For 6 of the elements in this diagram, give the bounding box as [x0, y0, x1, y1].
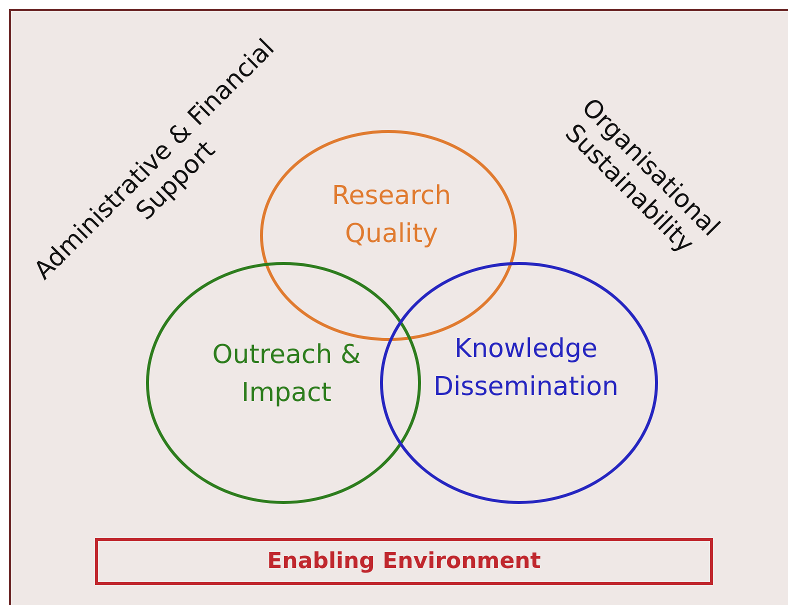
circle-label: Knowledge Dissemination — [432, 333, 620, 404]
circle — [380, 262, 658, 504]
circle-label: Outreach & Impact — [211, 339, 362, 410]
circle-label: Research Quality — [330, 180, 452, 251]
banner-box — [95, 538, 713, 585]
banner-label: Enabling Environment — [267, 548, 541, 576]
